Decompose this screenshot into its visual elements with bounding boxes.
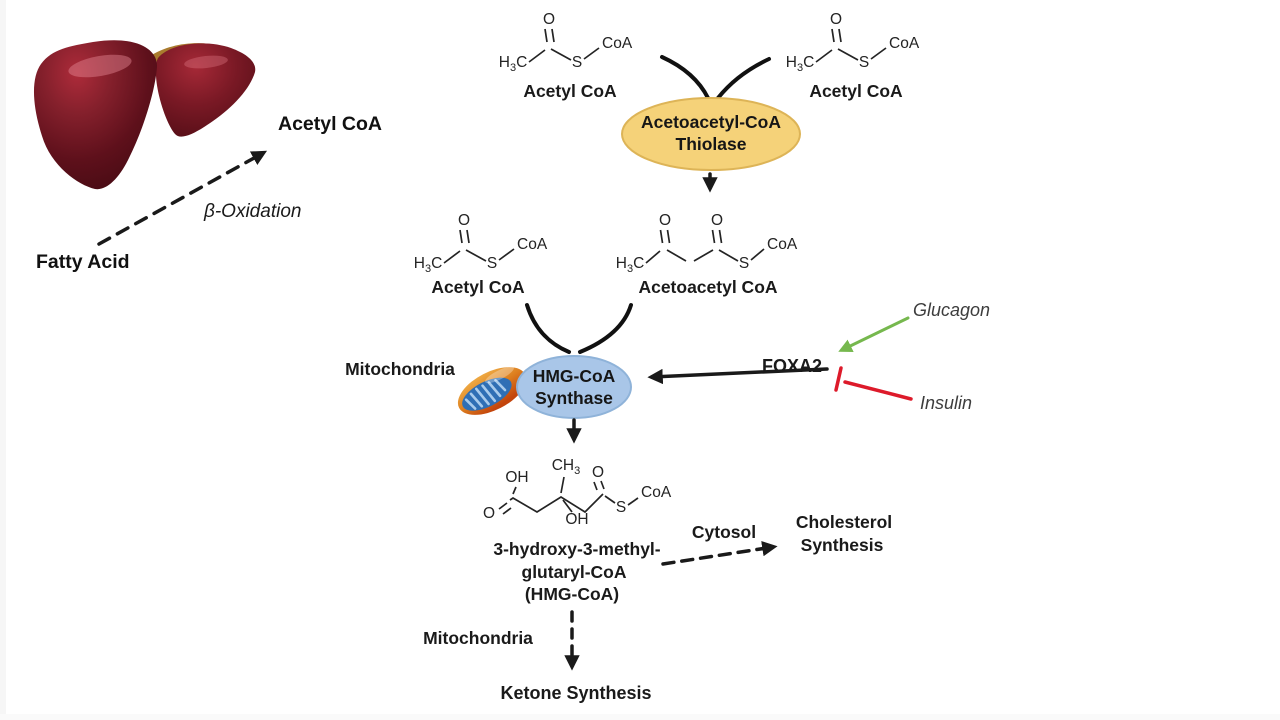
- acetyl-coa-top-left-label: Acetyl CoA: [523, 81, 617, 101]
- hmg-coa-name-line3: (HMG-CoA): [525, 584, 619, 604]
- synthase-label-line1: HMG-CoA: [533, 366, 616, 386]
- beta-oxidation-label: β-Oxidation: [203, 201, 301, 222]
- mitochondria-icon: [457, 366, 527, 415]
- hmg-coa-structure: OH O CH3 OH O S CoA: [483, 457, 672, 528]
- glucagon-label: Glucagon: [913, 300, 990, 320]
- left-edge-shade: [0, 0, 6, 720]
- inhibition-t-bar: [834, 366, 843, 392]
- thiolase-enzyme-label-line2: Thiolase: [676, 134, 747, 154]
- mitochondria-upper-label: Mitochondria: [345, 359, 455, 379]
- hmg-coa-name-line2: glutaryl-CoA: [522, 562, 627, 582]
- acetyl-coa-structure-mid: [412, 211, 549, 276]
- acetyl-coa-structure-top-right: [784, 10, 921, 75]
- liver-highlight: [68, 54, 132, 78]
- acetoacetyl-coa-label: Acetoacetyl CoA: [638, 277, 777, 297]
- svg-text:OH: OH: [505, 469, 528, 486]
- ketone-synthesis-label: Ketone Synthesis: [500, 683, 651, 703]
- svg-text:S: S: [616, 499, 626, 516]
- svg-text:O: O: [592, 464, 604, 481]
- converge-curve-top-left: [660, 55, 710, 100]
- foxa2-to-synthase-arrow: [647, 367, 829, 385]
- svg-text:CH3: CH3: [552, 457, 581, 477]
- svg-text:O: O: [483, 505, 495, 522]
- acetyl-coa-structure-top-left: [497, 10, 634, 75]
- insulin-label: Insulin: [920, 393, 972, 413]
- svg-text:CoA: CoA: [641, 484, 672, 501]
- synthase-label-line2: Synthase: [535, 388, 613, 408]
- mitochondria-lower-label: Mitochondria: [423, 628, 533, 648]
- foxa2-label: FOXA2: [762, 356, 822, 376]
- acetoacetyl-coa-structure: [614, 211, 799, 276]
- cholesterol-synthesis-line2: Synthesis: [801, 535, 884, 555]
- liver-left-lobe: [33, 40, 158, 190]
- insulin-inhibition-line: [834, 366, 913, 401]
- bottom-edge-shade: [0, 714, 1280, 720]
- liver-illustration: [33, 40, 256, 190]
- svg-text:OH: OH: [565, 511, 588, 528]
- thiolase-enzyme-ellipse: [621, 97, 801, 171]
- cytosol-label: Cytosol: [692, 522, 756, 542]
- converge-curve-top-right: [716, 57, 771, 100]
- mitochondria-cristae: [464, 378, 507, 410]
- acetyl-coa-top-right-label: Acetyl CoA: [809, 81, 903, 101]
- liver-highlight-2: [184, 55, 228, 69]
- cytosol-branch-arrow: [661, 541, 778, 566]
- acetyl-coa-liver-label: Acetyl CoA: [278, 113, 382, 135]
- converge-curve-mid-left: [525, 303, 571, 354]
- thiolase-enzyme-label-line1: Acetoacetyl-CoA: [641, 112, 781, 132]
- beta-oxidation-arrow: [97, 150, 268, 246]
- liver-right-lobe: [156, 43, 256, 137]
- cholesterol-synthesis-line1: Cholesterol: [796, 512, 892, 532]
- fatty-acid-label: Fatty Acid: [36, 251, 130, 273]
- acetyl-coa-mid-label: Acetyl CoA: [431, 277, 525, 297]
- hmg-coa-synthase-ellipse: [516, 355, 632, 419]
- converge-curve-mid-right: [578, 303, 633, 354]
- glucagon-activation-arrow: [838, 316, 910, 352]
- hmg-coa-name-line1: 3-hydroxy-3-methyl-: [493, 539, 660, 559]
